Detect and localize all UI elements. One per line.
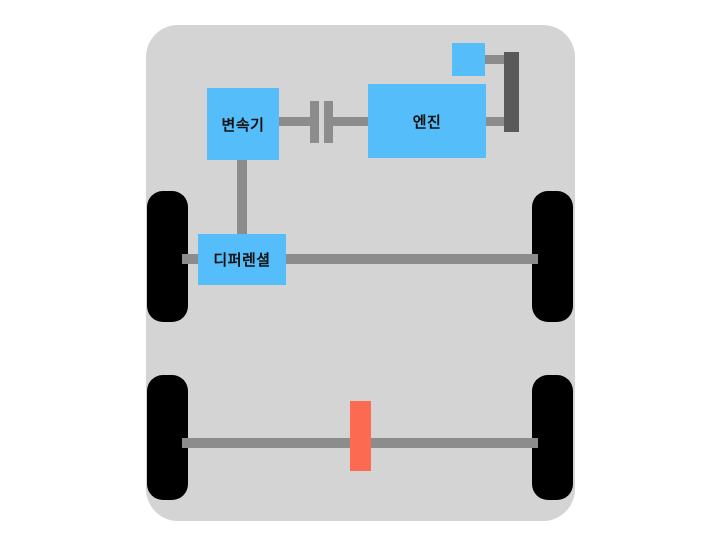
component-differential-label: 디퍼렌셜 [213, 252, 271, 269]
wheel-rear-right [532, 375, 573, 500]
shaft-transmission-to-clutch [272, 117, 317, 126]
component-engine-label: 엔진 [412, 113, 442, 131]
front-axle-shaft [182, 254, 538, 264]
wheel-front-right [532, 191, 573, 322]
wheel-front-left [147, 191, 188, 322]
component-auxiliary[interactable] [452, 43, 485, 76]
wheel-rear-left [147, 375, 188, 500]
exhaust-manifold-bar [504, 52, 519, 132]
highlighted-rear-axle-component[interactable] [350, 401, 371, 471]
clutch-plate-left [310, 101, 319, 143]
component-differential[interactable]: 디퍼렌셜 [198, 234, 286, 285]
clutch-plate-right [324, 101, 333, 143]
component-transmission[interactable]: 변속기 [207, 88, 279, 160]
shaft-auxiliary-to-manifold [480, 55, 507, 64]
shaft-clutch-to-engine [327, 117, 372, 126]
driveshaft-transmission-to-differential [237, 155, 247, 240]
shaft-engine-to-manifold [483, 117, 507, 126]
component-transmission-label: 변속기 [221, 116, 265, 134]
component-engine[interactable]: 엔진 [368, 84, 486, 158]
